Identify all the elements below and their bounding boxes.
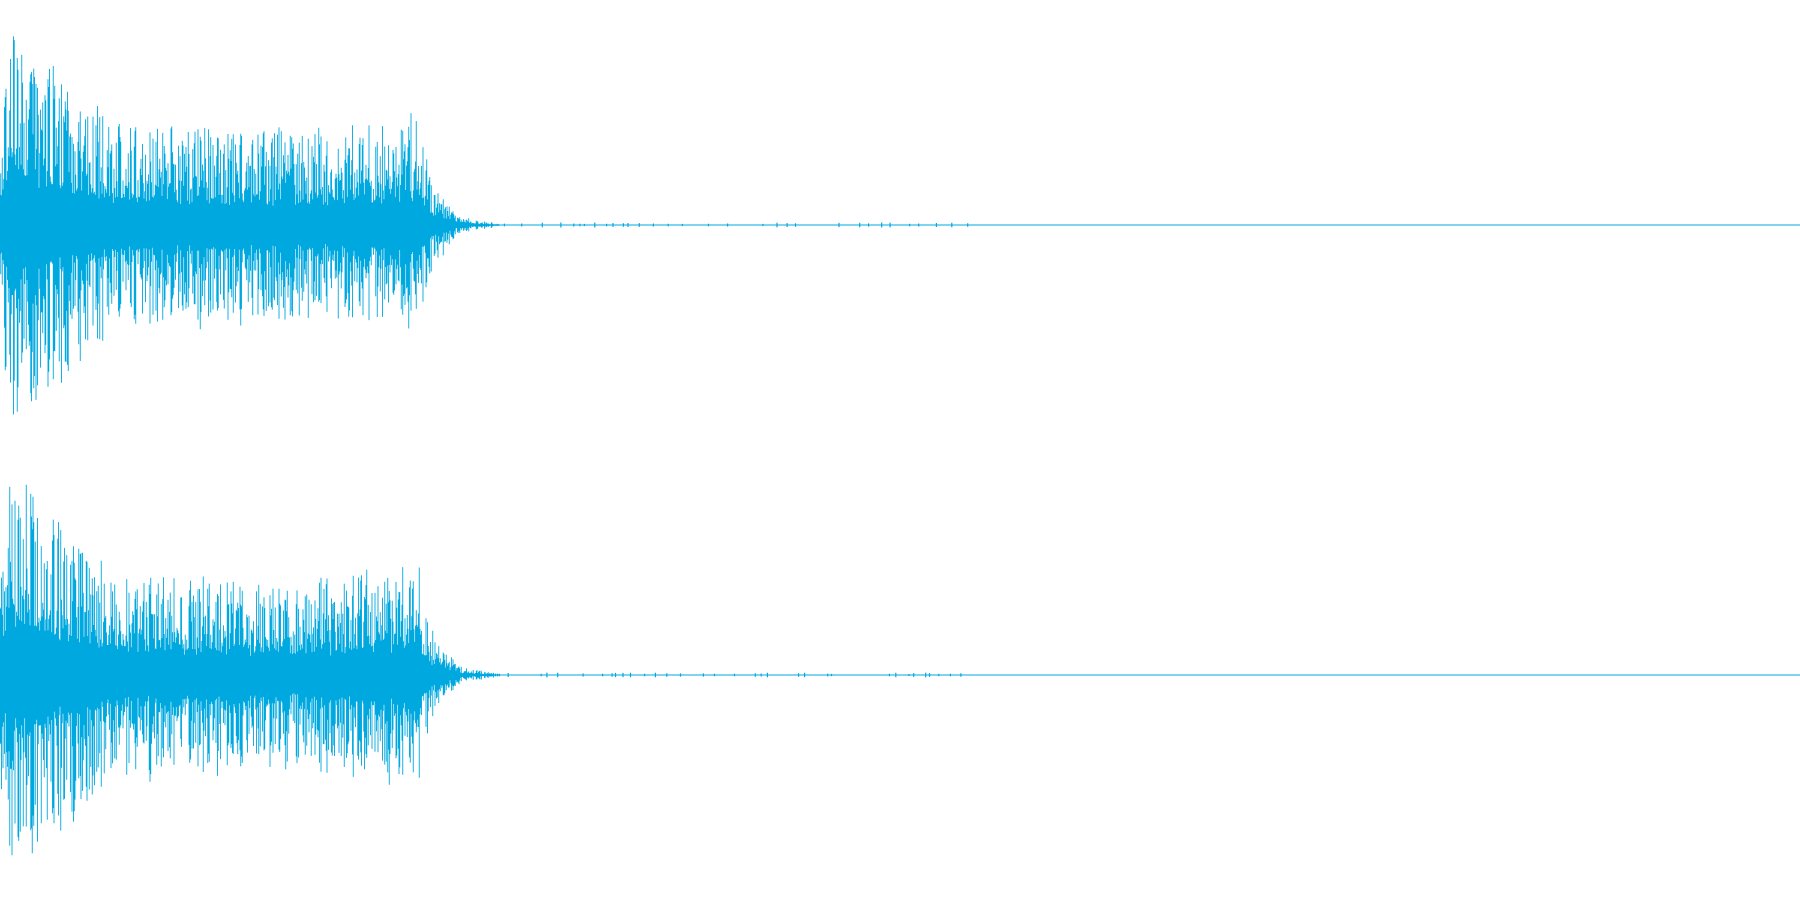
waveform-samples — [0, 484, 500, 856]
waveform-samples — [0, 36, 500, 415]
waveform-channel-2 — [0, 484, 1800, 856]
waveform-channel-1 — [0, 36, 1800, 415]
waveform-tail-ticks — [503, 222, 969, 228]
waveform-tail-ticks — [507, 672, 962, 678]
